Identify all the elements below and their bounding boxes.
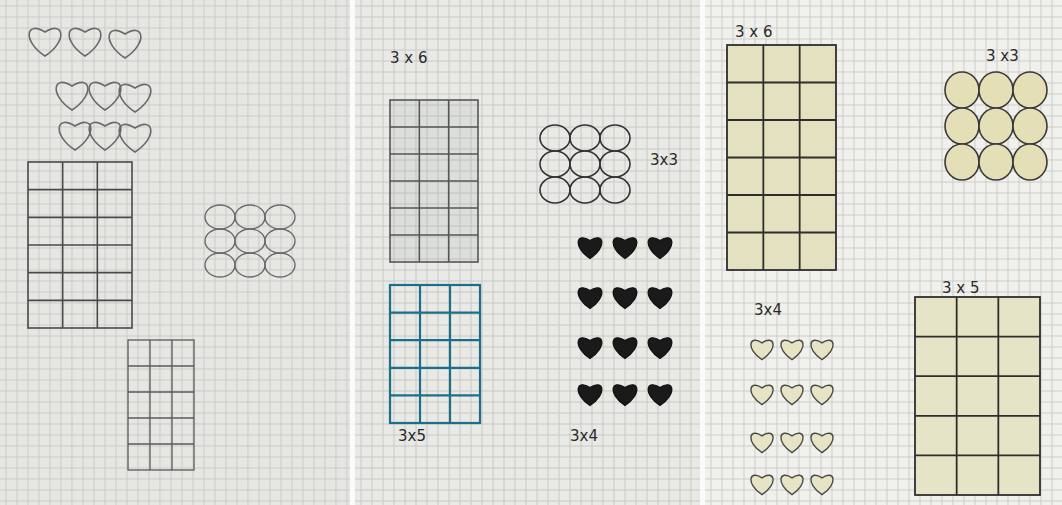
heart-symbol — [751, 340, 773, 359]
array-label: 3x4 — [752, 302, 784, 319]
array-label: 3 x 5 — [940, 280, 982, 297]
heart-symbol — [811, 385, 833, 404]
heart-symbol — [751, 433, 773, 452]
heart-symbol — [119, 84, 151, 112]
heart-symbol — [781, 340, 803, 359]
graph-lines — [705, 0, 1062, 505]
heart-symbol — [613, 385, 637, 406]
array-label: 3 x 6 — [733, 24, 775, 41]
heart-symbol — [811, 475, 833, 494]
heart-symbol — [59, 122, 91, 150]
heart-symbol — [578, 338, 602, 359]
graph-lines — [355, 0, 700, 505]
heart-symbol — [811, 340, 833, 359]
heart-symbol — [613, 238, 637, 259]
array-label: 3x3 — [648, 152, 680, 169]
circle-array — [540, 125, 630, 203]
circle-array — [945, 72, 1047, 180]
heart-symbol — [781, 475, 803, 494]
panel-gap — [350, 0, 355, 505]
heart-symbol — [781, 385, 803, 404]
array-label: 3x4 — [568, 428, 600, 445]
grid-array — [128, 340, 194, 470]
heart-symbol — [119, 124, 151, 152]
paper-panel — [0, 0, 350, 505]
array-label: 3x5 — [396, 428, 428, 445]
heart-symbol — [89, 82, 121, 110]
heart-symbol — [613, 288, 637, 309]
paper-panel — [355, 0, 700, 505]
heart-symbol — [648, 288, 672, 309]
heart-symbol — [648, 385, 672, 406]
paper-panel — [705, 0, 1062, 505]
heart-symbol — [578, 238, 602, 259]
graph-lines — [0, 0, 350, 505]
heart-symbol — [751, 385, 773, 404]
heart-symbol — [578, 385, 602, 406]
heart-symbol — [578, 288, 602, 309]
panel-gap — [700, 0, 705, 505]
circle-array — [205, 205, 295, 277]
heart-symbol — [109, 30, 141, 58]
grid-array — [915, 297, 1040, 495]
grid-array — [390, 100, 478, 262]
array-label: 3 x 6 — [388, 50, 430, 67]
heart-symbol — [751, 475, 773, 494]
heart-symbol — [89, 122, 121, 150]
heart-symbol — [811, 433, 833, 452]
heart-symbol — [648, 338, 672, 359]
heart-symbol — [648, 238, 672, 259]
heart-symbol — [29, 28, 61, 56]
array-label: 3 x3 — [984, 48, 1021, 65]
heart-symbol — [69, 28, 101, 56]
heart-symbol — [781, 433, 803, 452]
heart-symbol — [613, 338, 637, 359]
grid-array — [28, 162, 132, 328]
grid-array — [390, 285, 480, 423]
grid-array — [727, 45, 836, 270]
heart-symbol — [56, 82, 88, 110]
